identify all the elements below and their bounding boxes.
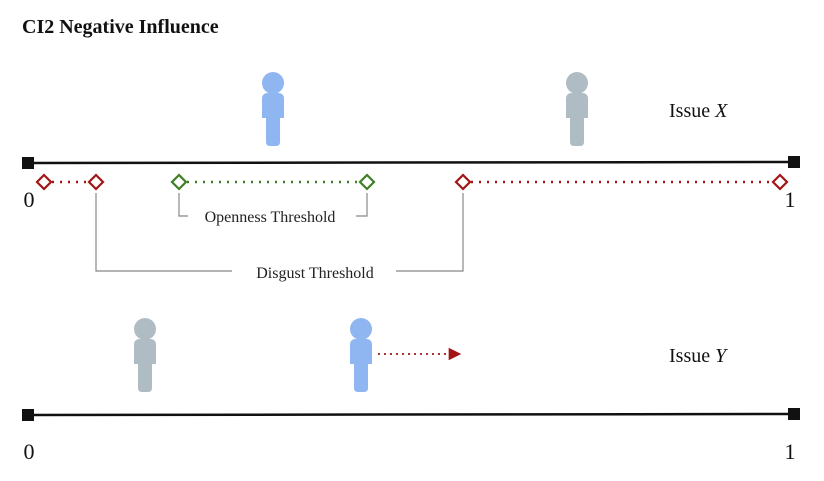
disgust-marker-left-inner	[87, 173, 105, 191]
person-icon-blue-y	[350, 318, 372, 392]
openness-marker-right	[358, 173, 376, 191]
disgust-marker-left-outer	[35, 173, 53, 191]
openness-bracket-left	[178, 193, 188, 217]
disgust-marker-right-inner	[454, 173, 472, 191]
issue-y-label-prefix: Issue	[669, 345, 715, 367]
disgust-marker-right-outer	[771, 173, 789, 191]
diagram-title: CI2 Negative Influence	[22, 16, 219, 38]
person-icon-blue-x	[262, 72, 284, 146]
issue-y-axis-start-cap	[22, 409, 34, 421]
issue-y-max-label: 1	[785, 439, 796, 464]
disgust-bracket-right	[396, 193, 464, 272]
issue-x-axis-end-cap	[788, 156, 800, 168]
issue-x-max-label: 1	[785, 187, 796, 212]
issue-x-min-label: 0	[24, 187, 35, 212]
issue-y-min-label: 0	[24, 439, 35, 464]
issue-x-axis-start-cap	[22, 157, 34, 169]
disgust-bracket-left	[95, 193, 232, 272]
issue-y-label-var: Y	[715, 345, 728, 367]
issue-x-label-var: X	[714, 100, 728, 122]
disgust-threshold-label: Disgust Threshold	[256, 265, 373, 282]
issue-x-label-prefix: Issue	[669, 100, 715, 122]
issue-x-label: Issue X	[669, 100, 728, 122]
openness-bracket-right	[356, 193, 368, 217]
person-icon-gray-y	[134, 318, 156, 392]
openness-threshold-label: Openness Threshold	[205, 209, 336, 226]
openness-marker-left	[170, 173, 188, 191]
issue-y-label: Issue Y	[669, 345, 728, 367]
person-icon-gray-x	[566, 72, 588, 146]
issue-y-axis-end-cap	[788, 408, 800, 420]
issue-y-axis	[27, 412, 795, 417]
issue-x-axis	[27, 160, 795, 165]
